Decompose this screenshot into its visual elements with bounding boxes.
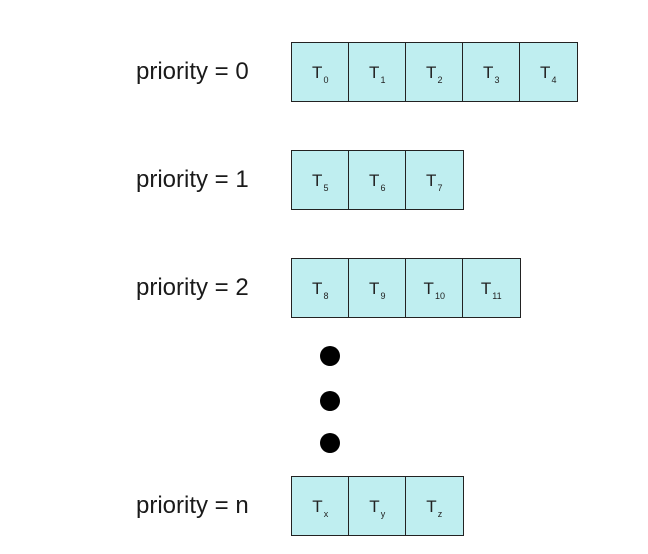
task-cell: T4 [519,42,578,102]
task-name: T [312,62,323,82]
task-name: T [426,62,437,82]
task-cell: T10 [405,258,464,318]
task-subscript: y [380,508,386,519]
task-subscript: 11 [492,290,502,301]
priority-row-1: priority = 1 T5 T6 T7 [0,150,648,210]
task-name: T [423,278,434,298]
task-subscript: z [437,508,443,519]
task-cell: Tx [291,476,350,536]
task-cell: Ty [348,476,407,536]
priority-label: priority = 1 [136,166,249,193]
priority-row-0: priority = 0 T0 T1 T2 T3 T4 [0,42,648,102]
task-queue: Tx Ty Tz [291,476,464,536]
task-name: T [540,62,551,82]
task-cell: T6 [348,150,407,210]
priority-label: priority = 0 [136,58,249,85]
task-name: T [369,62,380,82]
priority-label: priority = 2 [136,274,249,301]
task-name: T [312,278,323,298]
task-name: T [426,496,437,516]
task-cell: T9 [348,258,407,318]
ellipsis-dot [320,433,340,453]
task-name: T [426,170,437,190]
task-cell: T5 [291,150,350,210]
task-cell: T11 [462,258,521,318]
task-cell: T3 [462,42,521,102]
task-subscript: x [323,508,329,519]
task-subscript: 6 [380,182,386,193]
task-queue: T0 T1 T2 T3 T4 [291,42,578,102]
task-name: T [369,278,380,298]
task-cell: T0 [291,42,350,102]
task-subscript: 2 [437,74,443,85]
task-subscript: 3 [494,74,500,85]
task-name: T [480,278,492,298]
task-cell: T8 [291,258,350,318]
task-subscript: 7 [437,182,443,193]
task-cell: T7 [405,150,464,210]
ellipsis-dot [320,391,340,411]
task-name: T [312,170,323,190]
ellipsis-dot [320,346,340,366]
task-cell: Tz [405,476,464,536]
task-subscript: 0 [323,74,329,85]
task-name: T [483,62,494,82]
task-name: T [369,496,380,516]
task-queue: T5 T6 T7 [291,150,464,210]
task-subscript: 10 [434,290,445,301]
priority-row-n: priority = n Tx Ty Tz [0,476,648,536]
task-subscript: 8 [323,290,329,301]
task-subscript: 1 [380,74,386,85]
task-name: T [369,170,380,190]
task-queue: T8 T9 T10 T11 [291,258,521,318]
task-subscript: 4 [551,74,557,85]
priority-label: priority = n [136,492,249,519]
priority-row-2: priority = 2 T8 T9 T10 T11 [0,258,648,318]
task-subscript: 9 [380,290,386,301]
task-cell: T2 [405,42,464,102]
task-cell: T1 [348,42,407,102]
task-name: T [312,496,323,516]
task-subscript: 5 [323,182,329,193]
